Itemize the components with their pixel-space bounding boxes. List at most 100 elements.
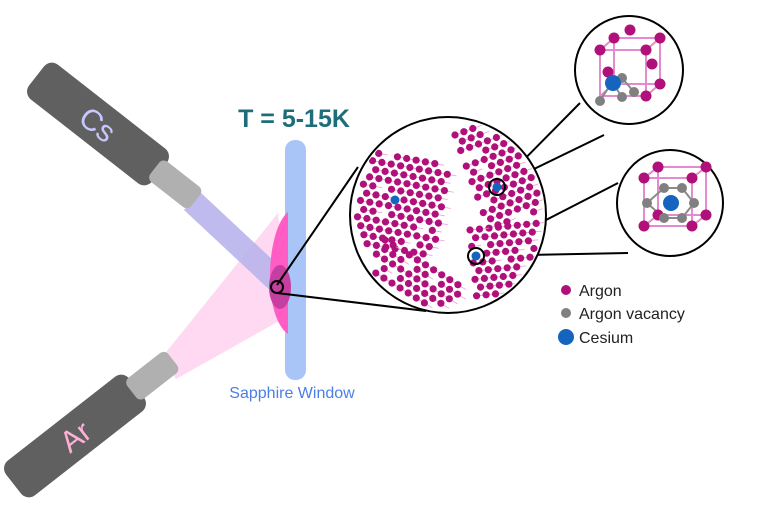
argon-atom [422, 234, 430, 242]
argon-atom [413, 256, 421, 264]
film-zoom-spot [270, 280, 284, 294]
argon-atom [405, 251, 413, 259]
argon-atom [486, 282, 494, 290]
argon-atom [505, 239, 514, 247]
argon-atom [421, 261, 430, 269]
argon-atom [397, 237, 405, 246]
inset-1-argon [654, 78, 666, 90]
argon-atom [523, 220, 531, 228]
argon-atom [445, 285, 454, 293]
argon-atom [366, 223, 374, 231]
inset-2-vacancy [689, 198, 699, 208]
argon-atom [437, 299, 445, 307]
argon-atom [526, 253, 534, 261]
argon-atom [504, 165, 512, 173]
argon-atom [466, 143, 474, 151]
argon-atom [403, 230, 411, 238]
inset-2-argon [638, 220, 650, 232]
argon-atom [380, 265, 388, 273]
cs-gun-body [27, 62, 169, 186]
argon-atom [406, 214, 414, 222]
argon-atom [487, 241, 495, 249]
argon-atom [438, 271, 446, 279]
argon-atom [381, 167, 389, 175]
argon-atom [518, 177, 526, 185]
argon-atom [467, 134, 475, 142]
argon-atom [425, 217, 433, 225]
argon-atom [499, 272, 507, 281]
argon-atom [369, 207, 377, 215]
argon-atom [515, 238, 523, 246]
argon-atom [410, 223, 418, 231]
argon-atom [496, 240, 504, 248]
argon-atom [406, 163, 414, 172]
argon-atom [384, 202, 393, 210]
argon-atom [431, 235, 440, 243]
argon-atom [353, 213, 362, 221]
argon-atom [522, 202, 530, 210]
argon-atom [473, 292, 481, 300]
argon-atom [437, 178, 445, 186]
argon-atom [389, 260, 397, 268]
argon-atom [533, 189, 541, 197]
argon-atom [397, 187, 405, 195]
argon-atom [446, 276, 454, 284]
argon-atom [421, 270, 429, 278]
argon-atom [422, 183, 430, 191]
inset-1-argon [602, 66, 614, 78]
argon-atom [528, 228, 536, 236]
argon-atom [425, 167, 433, 175]
argon-atom [431, 160, 439, 168]
argon-atom [368, 157, 377, 165]
legend-vacancy-swatch [561, 308, 571, 318]
argon-atom [380, 274, 388, 282]
ar-gun-nozzle [126, 351, 179, 400]
cs-gun-nozzle [149, 160, 202, 209]
argon-atom [487, 215, 495, 223]
argon-atom [480, 274, 488, 282]
argon-atom [505, 280, 513, 288]
inset-2-argon [686, 220, 698, 232]
argon-atom [490, 273, 498, 281]
argon-atom [372, 250, 380, 258]
argon-atom [488, 205, 496, 213]
argon-atom [475, 184, 483, 192]
argon-atom [485, 224, 493, 232]
inset-1-argon [640, 90, 652, 102]
ar-source: Ar [4, 351, 179, 498]
argon-atom [428, 226, 436, 234]
argon-atom [391, 220, 399, 228]
argon-atom [413, 275, 421, 283]
argon-atom [394, 178, 402, 186]
inset-1-argon [594, 44, 606, 56]
inset-2-cesium [663, 195, 679, 211]
legend-cesium-label: Cesium [579, 330, 633, 347]
argon-atom [502, 174, 510, 182]
argon-atom [400, 246, 409, 255]
argon-atom [490, 196, 498, 204]
inset-1-vacancy [595, 96, 605, 106]
argon-atom [409, 172, 417, 181]
argon-atom [476, 131, 484, 139]
argon-atom [403, 205, 411, 213]
argon-atom [507, 255, 515, 263]
argon-atom [474, 140, 483, 148]
argon-atom [381, 245, 389, 254]
argon-atom [507, 146, 515, 154]
argon-atom [363, 240, 371, 248]
argon-atom [400, 221, 408, 229]
argon-atom [443, 170, 451, 178]
cs-atom-3 [390, 195, 400, 205]
argon-atom [481, 233, 489, 241]
inset-1-argon [640, 44, 652, 56]
argon-atom [483, 137, 491, 145]
argon-atom [359, 180, 367, 188]
legend-argon-label: Argon [579, 283, 622, 300]
argon-atom [400, 196, 408, 204]
inset-2-vacancy [677, 183, 687, 193]
cs-source: Cs [27, 62, 202, 209]
argon-atom [474, 193, 482, 201]
argon-atom [360, 231, 368, 239]
inset-1-argon [646, 58, 658, 70]
argon-atom [375, 149, 383, 157]
